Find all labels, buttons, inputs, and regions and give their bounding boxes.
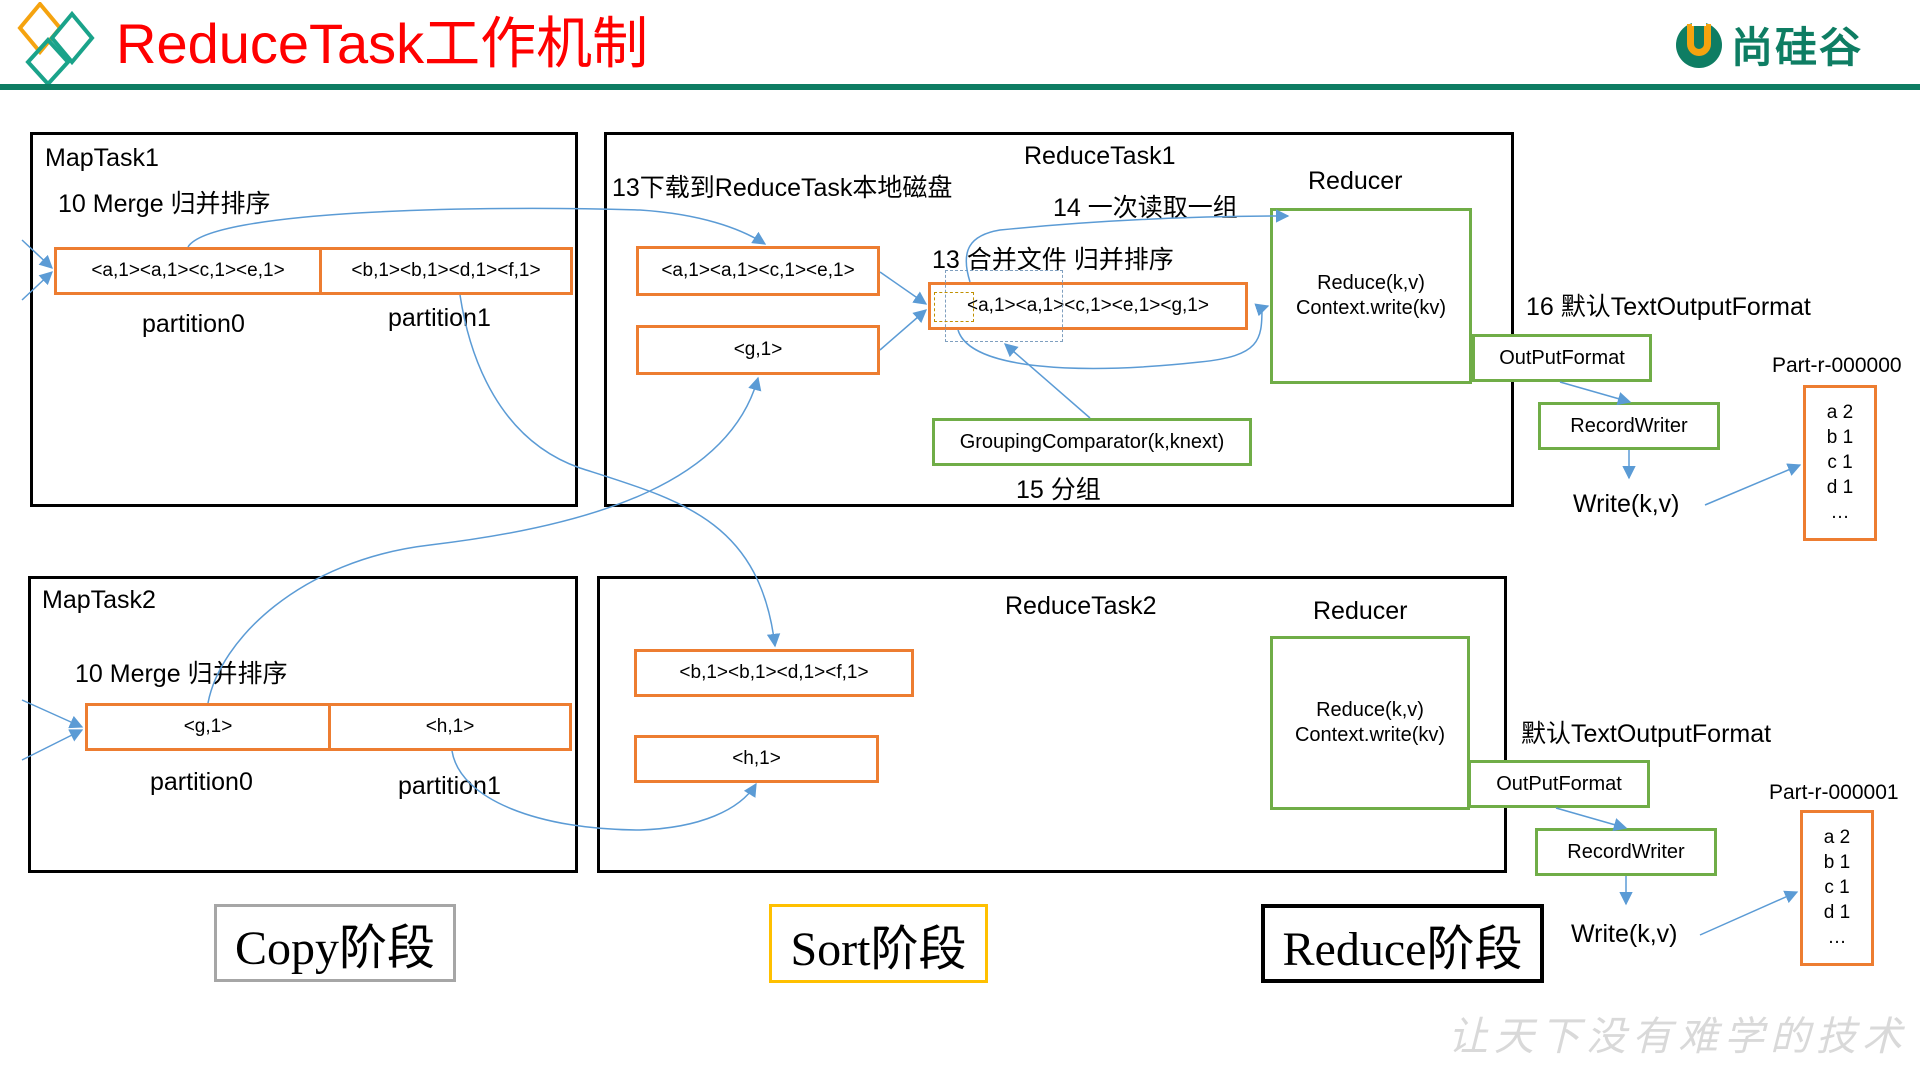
reducer2-output-label: 默认TextOutputFormat	[1521, 720, 1772, 748]
stage-copy: Copy阶段	[214, 904, 456, 982]
maptask1-title: MapTask1	[45, 144, 159, 172]
maptask2-partition0-label: partition0	[150, 768, 253, 796]
part-file-2-line: d 1	[1823, 902, 1851, 923]
part-file-2-line: c 1	[1824, 877, 1850, 898]
stage-sort: Sort阶段	[769, 904, 988, 983]
reducer2-write: Write(k,v)	[1571, 920, 1678, 948]
reducer1-write: Write(k,v)	[1573, 490, 1680, 518]
maptask1-partition0: <a,1><a,1><c,1><e,1>	[54, 247, 322, 295]
grouping-label: 15 分组	[1016, 476, 1101, 504]
brand-logo: 尚硅谷	[1673, 18, 1863, 71]
part-file-2: a 2 b 1 c 1 d 1 …	[1800, 810, 1874, 966]
part-file-1-line: c 1	[1827, 452, 1853, 473]
arrow-write1-part1	[1704, 463, 1802, 506]
reducer2-recordwriter: RecordWriter	[1535, 828, 1717, 876]
page-title: ReduceTask工作机制	[116, 12, 649, 75]
reducetask1-input-1: <a,1><a,1><c,1><e,1>	[636, 246, 880, 296]
maptask2-merge-label: 10 Merge 归并排序	[75, 660, 288, 688]
read-group-label: 14 一次读取一组	[1053, 194, 1238, 222]
key-highlight	[934, 292, 974, 322]
reducer2-box: Reduce(k,v) Context.write(kv)	[1270, 636, 1470, 810]
part-file-1-line: d 1	[1826, 477, 1854, 498]
reducer1-line-1: Reduce(k,v)	[1317, 272, 1425, 294]
maptask1-merge-label: 10 Merge 归并排序	[58, 190, 271, 218]
reducer2-line-2: Context.write(kv)	[1294, 724, 1446, 746]
maptask2-partition1-label: partition1	[398, 772, 501, 800]
part-file-1-line: b 1	[1826, 427, 1854, 448]
part-file-2-line: b 1	[1823, 852, 1851, 873]
download-label: 13下载到ReduceTask本地磁盘	[612, 174, 953, 202]
brand-name: 尚硅谷	[1731, 23, 1864, 71]
maptask1-partition1: <b,1><b,1><d,1><f,1>	[319, 247, 573, 295]
diamond-logo-icon	[17, 2, 95, 86]
maptask2-partition0: <g,1>	[85, 703, 331, 751]
reducer1-line-2: Context.write(kv)	[1295, 297, 1447, 319]
arrow-of2-rw2	[1555, 807, 1628, 832]
reducer2-title: Reducer	[1313, 597, 1408, 625]
part-file-1-line: a 2	[1826, 402, 1854, 423]
grouping-comparator: GroupingComparator(k,knext)	[932, 418, 1252, 466]
maptask2-title: MapTask2	[42, 586, 156, 614]
reducer1-outputformat: OutPutFormat	[1472, 334, 1652, 382]
reducetask2-input-1: <b,1><b,1><d,1><f,1>	[634, 649, 914, 697]
maptask1-partition0-label: partition0	[142, 310, 245, 338]
part-file-2-line: …	[1827, 927, 1847, 948]
reducer1-title: Reducer	[1308, 167, 1403, 195]
part-file-1-name: Part-r-000000	[1772, 354, 1902, 377]
reducer2-outputformat: OutPutFormat	[1468, 760, 1650, 808]
part-file-1-line: …	[1830, 502, 1850, 523]
reducer1-box: Reduce(k,v) Context.write(kv)	[1270, 208, 1472, 384]
maptask2-partition1: <h,1>	[328, 703, 572, 751]
reducetask2-box	[597, 576, 1507, 873]
footer-slogan: 让天下没有难学的技术	[1448, 1014, 1908, 1060]
part-file-1: a 2 b 1 c 1 d 1 …	[1803, 385, 1877, 541]
u-logo-icon	[1676, 22, 1722, 68]
reducer1-output-label: 16 默认TextOutputFormat	[1526, 293, 1811, 321]
reducetask2-title: ReduceTask2	[1005, 592, 1157, 620]
part-file-2-name: Part-r-000001	[1769, 781, 1899, 804]
reducetask2-input-2: <h,1>	[634, 735, 879, 783]
maptask1-partition1-label: partition1	[388, 304, 491, 332]
part-file-2-line: a 2	[1823, 827, 1851, 848]
reducer2-line-1: Reduce(k,v)	[1316, 699, 1424, 721]
header-divider	[0, 84, 1920, 90]
reducer1-recordwriter: RecordWriter	[1538, 402, 1720, 450]
arrow-of1-rw1	[1559, 381, 1632, 406]
arrow-write2-part2	[1699, 890, 1799, 936]
reducetask1-title: ReduceTask1	[1024, 142, 1176, 170]
reducetask1-input-2: <g,1>	[636, 325, 880, 375]
stage-reduce: Reduce阶段	[1261, 904, 1544, 983]
